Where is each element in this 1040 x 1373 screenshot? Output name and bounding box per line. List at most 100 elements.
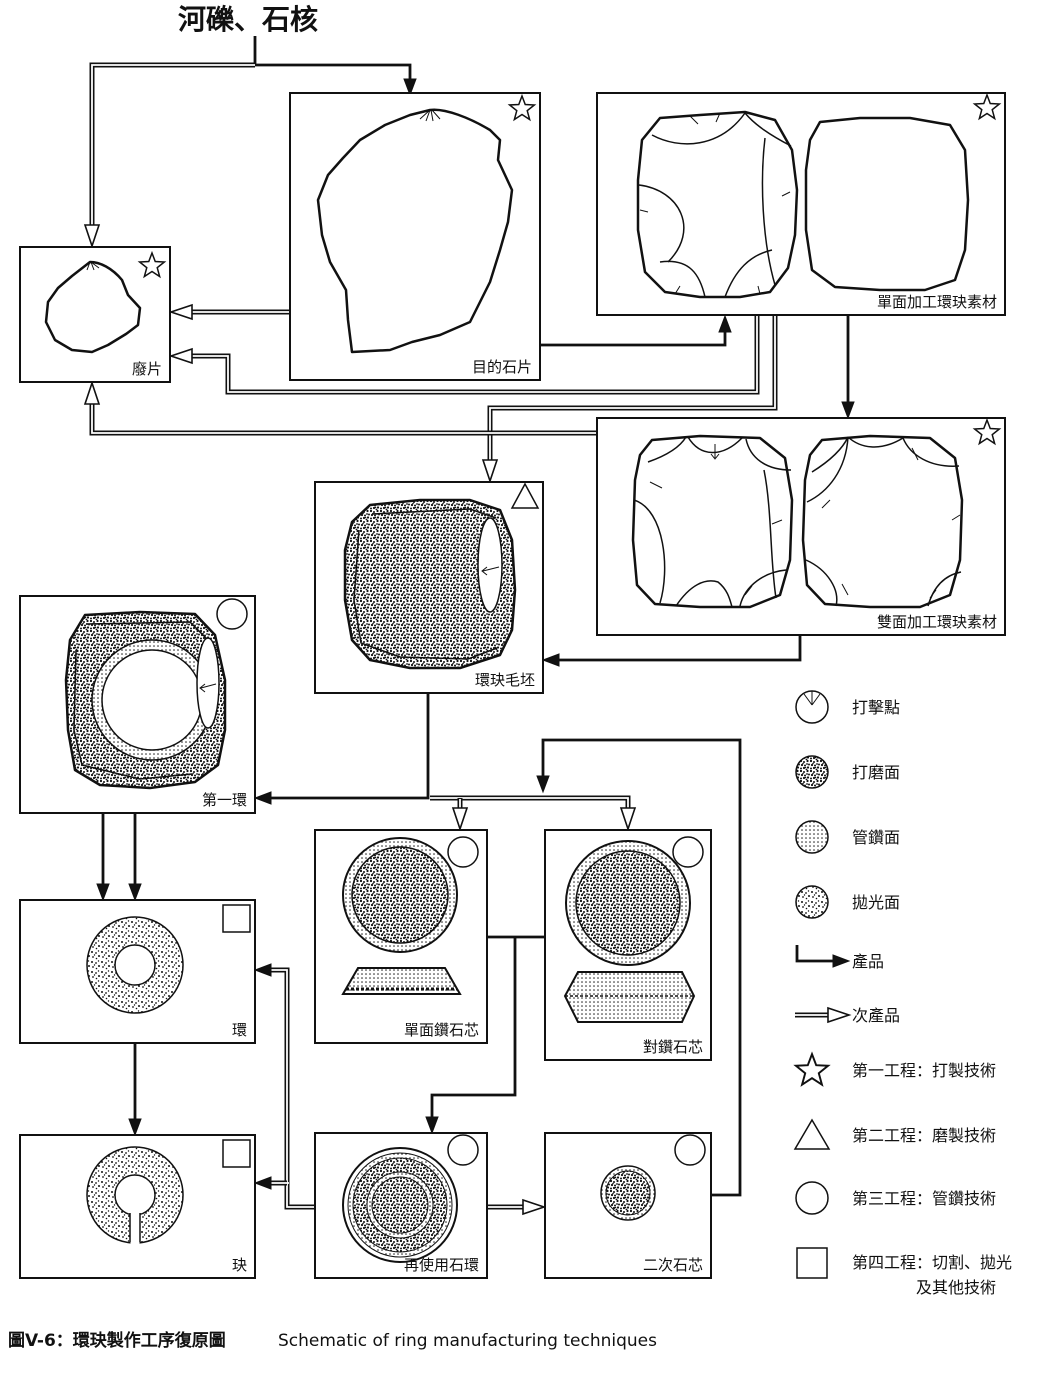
box-first-ring: 第一環 bbox=[19, 595, 256, 814]
arrow-unifacial-to-bifacial-blank bbox=[841, 316, 855, 420]
box-reused-ring: 再使用石環 bbox=[314, 1132, 488, 1279]
box-waste-flake: 廢片 bbox=[19, 246, 171, 383]
box-slit-ring: 玦 bbox=[19, 1134, 256, 1279]
target-flake-label: 目的石片 bbox=[472, 358, 532, 376]
legend-stage3-label: 第三工程：管鑽技術 bbox=[852, 1189, 996, 1208]
star-icon bbox=[507, 93, 537, 122]
arrow-drill-cores-to-reused-ring bbox=[425, 935, 545, 1135]
star-icon bbox=[972, 417, 1002, 446]
unifacial-blank-back-drawing bbox=[804, 116, 970, 292]
arrow-ring-preform-to-drill-cores bbox=[430, 795, 637, 832]
box-double-drill-core: 對鑽石芯 bbox=[544, 829, 712, 1061]
legend-impact-point: 打擊點 bbox=[795, 690, 900, 724]
double-drill-core-drawing bbox=[563, 840, 696, 1023]
arrow-reused-ring-to-secondary-core bbox=[487, 1198, 547, 1216]
star-icon bbox=[137, 250, 167, 279]
legend-impact-point-label: 打擊點 bbox=[852, 698, 900, 717]
caption-chinese: 圖V-6：環玦製作工序復原圖 bbox=[8, 1330, 226, 1351]
triangle-icon bbox=[510, 482, 540, 509]
star-icon bbox=[793, 1051, 831, 1087]
legend-stage3: 第三工程：管鑽技術 bbox=[795, 1181, 996, 1215]
ring-preform-label: 環玦毛坯 bbox=[475, 671, 535, 689]
legend-byproduct: 次產品 bbox=[795, 1006, 900, 1025]
circle-icon bbox=[795, 1181, 829, 1215]
legend: 打擊點 打磨面 管鑽面 拋光面 產品 次產品 bbox=[793, 690, 1012, 1297]
square-icon bbox=[222, 1139, 251, 1168]
ring-drawing bbox=[86, 916, 184, 1014]
legend-stage4-label-line2: 及其他技術 bbox=[916, 1278, 996, 1297]
arrows-first-ring-to-ring bbox=[96, 813, 142, 902]
unifacial-blank-label: 單面加工環玦素材 bbox=[877, 293, 997, 311]
square-icon bbox=[796, 1247, 828, 1279]
circle-icon bbox=[216, 598, 248, 630]
reused-ring-label: 再使用石環 bbox=[404, 1256, 479, 1274]
arrows-reused-ring-to-ring-and-slit-ring bbox=[253, 963, 315, 1210]
light-speckled-circle-icon bbox=[795, 885, 829, 919]
star-icon bbox=[972, 92, 1002, 121]
circle-icon bbox=[674, 1134, 706, 1166]
legend-stage4: 第四工程：切割、拋光 及其他技術 bbox=[796, 1247, 1012, 1297]
ring-preform-drawing bbox=[343, 498, 517, 670]
arrow-bifacial-blank-to-ring-preform bbox=[541, 636, 802, 667]
circle-icon bbox=[447, 836, 479, 868]
legend-product: 產品 bbox=[795, 945, 884, 971]
waste-flake-drawing bbox=[44, 260, 142, 354]
circle-icon bbox=[447, 1134, 479, 1166]
box-secondary-core: 二次石芯 bbox=[544, 1132, 712, 1279]
legend-product-label: 產品 bbox=[852, 952, 884, 971]
box-single-drill-core: 單面鑽石芯 bbox=[314, 829, 488, 1044]
arrow-bifacial-blank-to-waste-flake bbox=[83, 380, 597, 436]
dotted-circle-icon bbox=[795, 820, 829, 854]
figure-caption: 圖V-6：環玦製作工序復原圖 Schematic of ring manufac… bbox=[8, 1330, 657, 1351]
double-line-arrow-icon bbox=[795, 1006, 852, 1024]
bifacial-blank-front-drawing bbox=[631, 434, 794, 609]
source-material-title: 河礫、石核 bbox=[178, 3, 318, 36]
caption-english: Schematic of ring manufacturing techniqu… bbox=[278, 1331, 657, 1351]
arrow-secondary-core-loop bbox=[536, 738, 742, 1197]
reused-ring-drawing bbox=[342, 1147, 458, 1263]
box-bifacial-blank: 雙面加工環玦素材 bbox=[596, 417, 1006, 636]
unifacial-blank-front-drawing bbox=[636, 110, 799, 299]
double-drill-core-label: 對鑽石芯 bbox=[643, 1038, 703, 1056]
arrow-unifacial-blank-to-waste-flake bbox=[168, 316, 760, 395]
solid-arrow-icon bbox=[795, 945, 851, 968]
ring-label: 環 bbox=[232, 1021, 247, 1039]
bifacial-blank-label: 雙面加工環玦素材 bbox=[877, 613, 997, 631]
impact-point-icon bbox=[795, 690, 829, 724]
square-icon bbox=[222, 904, 251, 933]
single-drill-core-drawing bbox=[341, 837, 462, 995]
secondary-core-drawing bbox=[600, 1165, 656, 1221]
box-ring-preform: 環玦毛坯 bbox=[314, 481, 544, 694]
legend-ground-surface-label: 打磨面 bbox=[852, 763, 900, 782]
arrow-ring-to-slit-ring bbox=[128, 1043, 142, 1137]
target-flake-drawing bbox=[316, 108, 514, 354]
legend-drilled-surface-label: 管鑽面 bbox=[852, 828, 900, 847]
single-drill-core-label: 單面鑽石芯 bbox=[404, 1021, 479, 1039]
legend-polished-surface-label: 拋光面 bbox=[852, 893, 900, 912]
slit-ring-drawing bbox=[86, 1146, 184, 1248]
legend-stage1-label: 第一工程：打製技術 bbox=[852, 1061, 996, 1080]
box-ring: 環 bbox=[19, 899, 256, 1044]
legend-ground-surface: 打磨面 bbox=[795, 755, 900, 789]
bifacial-blank-back-drawing bbox=[801, 434, 964, 609]
legend-polished-surface: 拋光面 bbox=[795, 885, 900, 919]
box-unifacial-blank: 單面加工環玦素材 bbox=[596, 92, 1006, 316]
secondary-core-label: 二次石芯 bbox=[643, 1256, 703, 1274]
arrow-ring-preform-to-first-ring bbox=[253, 694, 430, 805]
legend-stage1: 第一工程：打製技術 bbox=[793, 1051, 996, 1087]
arrow-target-flake-to-waste-flake bbox=[168, 303, 290, 321]
legend-stage2: 第二工程：磨製技術 bbox=[793, 1118, 996, 1150]
first-ring-label: 第一環 bbox=[202, 791, 247, 809]
arrow-source-to-waste-flake bbox=[83, 62, 255, 249]
circle-icon bbox=[672, 836, 704, 868]
legend-byproduct-label: 次產品 bbox=[852, 1006, 900, 1025]
speckled-circle-icon bbox=[795, 755, 829, 789]
slit-ring-label: 玦 bbox=[232, 1256, 247, 1274]
arrow-source-to-target-flake bbox=[253, 36, 417, 97]
arrow-target-flake-to-unifacial-blank bbox=[540, 314, 732, 347]
triangle-icon bbox=[793, 1118, 831, 1150]
box-target-flake: 目的石片 bbox=[289, 92, 541, 381]
legend-stage2-label: 第二工程：磨製技術 bbox=[852, 1126, 996, 1145]
first-ring-drawing bbox=[64, 610, 227, 790]
